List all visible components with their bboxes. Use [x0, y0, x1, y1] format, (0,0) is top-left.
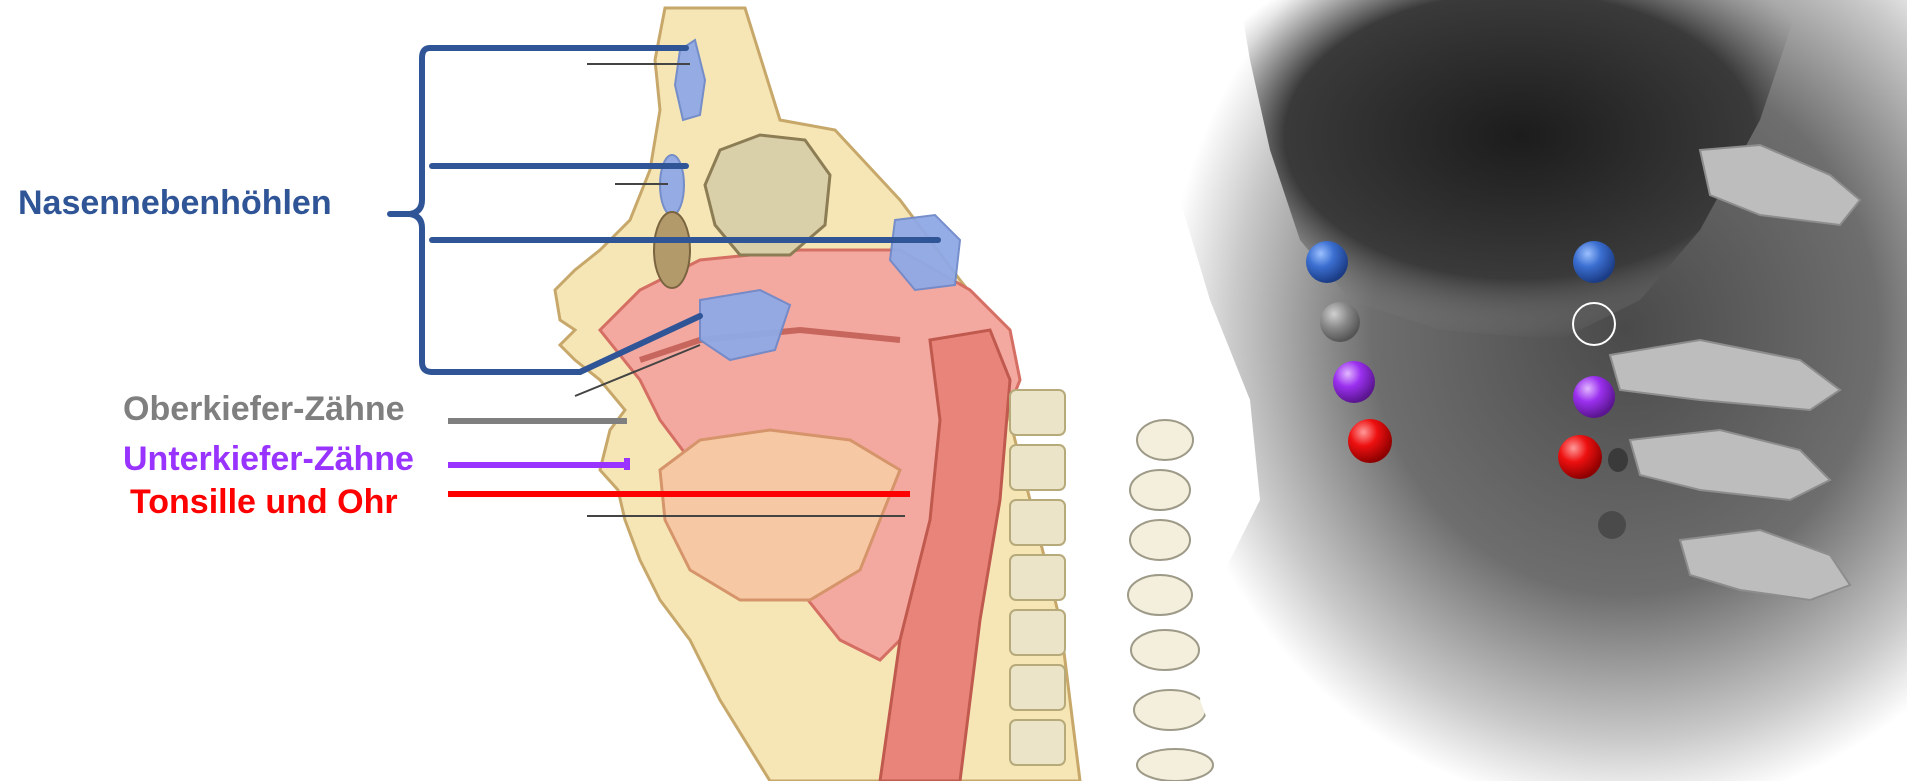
- neck-photo: [1165, 0, 1907, 781]
- marker-left-upper-teeth: [1320, 302, 1360, 342]
- marker-right-sinuses: [1573, 241, 1615, 283]
- label-sinuses: Nasennebenhöhlen: [18, 186, 332, 220]
- marker-left-sinuses: [1306, 241, 1348, 283]
- anatomy-illustration: [555, 8, 1213, 781]
- label-lower-teeth: Unterkiefer-Zähne: [123, 442, 414, 476]
- label-tonsil-ear: Tonsille und Ohr: [130, 485, 398, 519]
- marker-right-tonsil-ear: [1558, 435, 1602, 479]
- label-upper-teeth: Oberkiefer-Zähne: [123, 392, 405, 426]
- marker-right-lower-teeth: [1573, 376, 1615, 418]
- marker-left-tonsil-ear: [1348, 419, 1392, 463]
- marker-left-lower-teeth: [1333, 361, 1375, 403]
